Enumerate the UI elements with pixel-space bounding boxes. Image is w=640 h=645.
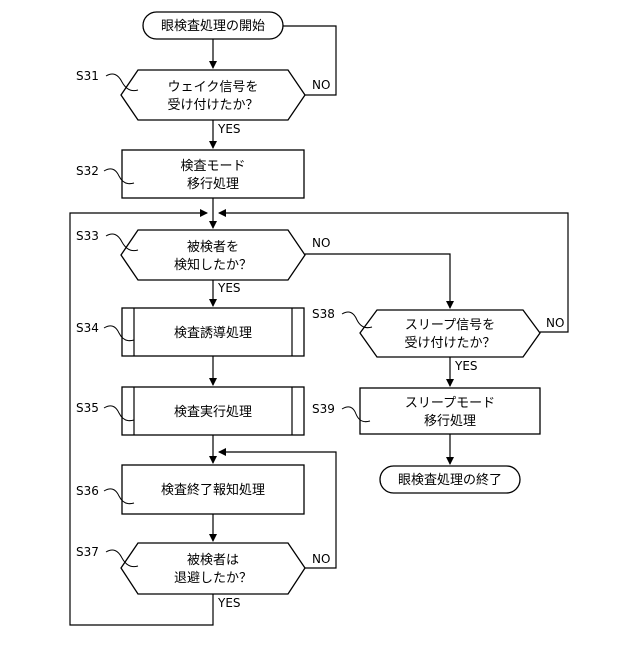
s33-yes-label: YES (217, 281, 241, 295)
s38-yes-label: YES (454, 359, 478, 373)
decision-s38-line2: 受け付けたか？ (404, 336, 495, 351)
end-terminal: 眼検査処理の終了 (380, 466, 520, 493)
process-s32-line2: 移行処理 (187, 177, 239, 192)
process-s36: 検査終了報知処理 (122, 465, 304, 514)
process-s32: 検査モード 移行処理 (122, 150, 304, 198)
s33-no-label: NO (312, 236, 330, 250)
process-s36-label: 検査終了報知処理 (161, 482, 265, 498)
step-label-s33: S33 (76, 229, 99, 243)
step-label-s37: S37 (76, 545, 99, 559)
predefined-process-s34-label: 検査誘導処理 (174, 326, 252, 341)
decision-s37-shape (121, 543, 305, 594)
step-label-s34: S34 (76, 321, 99, 335)
decision-s33-line2: 検知したか？ (174, 257, 252, 273)
process-s39-line2: 移行処理 (424, 414, 476, 429)
s31-no-label: NO (312, 78, 330, 92)
decision-s38-line1: スリープ信号を (405, 318, 495, 333)
decision-s33: 被検者を 検知したか？ (121, 230, 305, 280)
step-label-s38: S38 (312, 307, 335, 321)
end-label: 眼検査処理の終了 (398, 472, 502, 488)
process-s39: スリープモード 移行処理 (360, 388, 540, 434)
decision-s31-line1: ウェイク信号を (168, 80, 259, 95)
process-s32-line1: 検査モード (180, 159, 245, 174)
decision-s37: 被検者は 退避したか？ (121, 543, 305, 594)
s37-yes-label: YES (217, 596, 241, 610)
decision-s31-line2: 受け付けたか？ (167, 98, 258, 113)
step-label-s35: S35 (76, 401, 99, 415)
step-label-s36: S36 (76, 484, 99, 498)
s38-no-label: NO (546, 316, 564, 330)
s31-yes-label: YES (217, 122, 241, 136)
step-label-s39: S39 (312, 402, 335, 416)
decision-s37-line1: 被検者は (187, 553, 239, 568)
decision-s33-line1: 被検者を (187, 240, 239, 255)
decision-s37-line2: 退避したか？ (174, 571, 252, 586)
predefined-process-s34: 検査誘導処理 (122, 308, 304, 356)
step-label-s32: S32 (76, 164, 99, 178)
s37-no-label: NO (312, 552, 330, 566)
start-terminal: 眼検査処理の開始 (143, 12, 283, 39)
arrow-s33-no-to-s38 (305, 254, 450, 308)
predefined-process-s35: 検査実行処理 (122, 387, 304, 435)
start-label: 眼検査処理の開始 (161, 19, 265, 34)
decision-s38: スリープ信号を 受け付けたか？ (360, 310, 540, 357)
step-label-s31: S31 (76, 69, 99, 83)
decision-s31: ウェイク信号を 受け付けたか？ (121, 70, 305, 120)
predefined-process-s35-label: 検査実行処理 (174, 404, 252, 420)
process-s39-line1: スリープモード (405, 396, 495, 411)
